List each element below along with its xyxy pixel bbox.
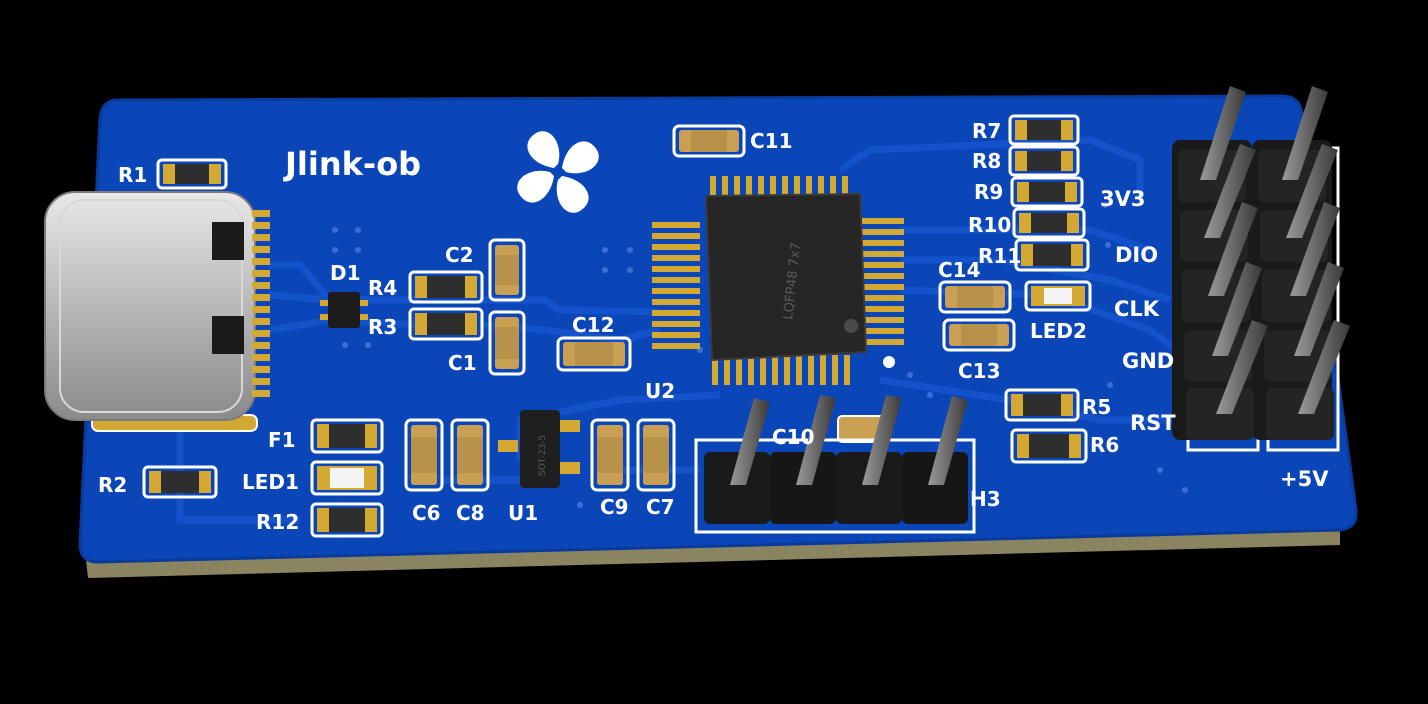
capacitor-c2 — [488, 238, 526, 302]
label-r2: R2 — [98, 473, 127, 497]
label-f1: F1 — [268, 428, 296, 452]
label-led1: LED1 — [242, 470, 299, 494]
label-c7: C7 — [646, 495, 675, 519]
usb-c-connector — [44, 191, 270, 432]
label-c6: C6 — [412, 501, 441, 525]
resistor-r5 — [1004, 388, 1080, 422]
resistor-r6 — [1010, 428, 1088, 464]
label-r9: R9 — [974, 180, 1003, 204]
capacitor-c6 — [404, 418, 444, 492]
label-r6: R6 — [1090, 433, 1119, 457]
resistor-r8 — [1008, 145, 1080, 177]
led-led1 — [310, 460, 384, 496]
label-r4: R4 — [368, 276, 397, 300]
pin-label-gnd: GND — [1122, 349, 1174, 373]
resistor-r3 — [408, 307, 484, 341]
label-c1: C1 — [448, 351, 477, 375]
capacitor-c11 — [672, 124, 746, 158]
board-substrate — [86, 530, 1340, 578]
label-c8: C8 — [456, 501, 485, 525]
vias — [332, 202, 1188, 508]
label-r10: R10 — [968, 213, 1011, 237]
label-r5: R5 — [1082, 395, 1111, 419]
resistor-r7 — [1008, 114, 1080, 146]
pin-label-clk: CLK — [1114, 297, 1160, 321]
resistor-r1 — [156, 158, 228, 190]
label-r12: R12 — [256, 510, 299, 534]
capacitor-c13 — [942, 318, 1016, 352]
capacitor-c9 — [590, 418, 630, 492]
diode-d1 — [320, 292, 368, 328]
label-c13: C13 — [958, 359, 1001, 383]
capacitor-c7 — [636, 418, 676, 492]
pin-label-rst: RST — [1130, 411, 1176, 435]
label-c12: C12 — [572, 313, 615, 337]
label-c10: C10 — [772, 425, 815, 449]
label-r1: R1 — [118, 163, 147, 187]
led-led2 — [1024, 280, 1092, 312]
label-c11: C11 — [750, 129, 793, 153]
label-d1: D1 — [330, 261, 361, 285]
label-u2: U2 — [645, 379, 675, 403]
resistor-r9 — [1010, 176, 1084, 208]
swd-header — [1172, 86, 1350, 452]
label-u1: U1 — [508, 501, 538, 525]
header-h3 — [694, 395, 976, 534]
capacitor-c12 — [556, 336, 632, 372]
label-r8: R8 — [972, 149, 1001, 173]
regulator-u1: SOT-23-5 — [498, 410, 580, 488]
label-r3: R3 — [368, 315, 397, 339]
pin-label-dio: DIO — [1115, 243, 1158, 267]
label-c2: C2 — [445, 243, 474, 267]
capacitor-c14 — [938, 280, 1012, 314]
fuse-f1 — [310, 418, 384, 454]
capacitor-c8 — [450, 418, 490, 492]
label-h3: H3 — [970, 487, 1001, 511]
label-led2: LED2 — [1030, 319, 1087, 343]
resistor-r12 — [310, 502, 384, 538]
u1-marking: SOT-23-5 — [538, 435, 548, 476]
label-r7: R7 — [972, 119, 1001, 143]
resistor-r4 — [408, 270, 484, 304]
resistor-r10 — [1012, 207, 1086, 239]
label-c14: C14 — [938, 258, 981, 282]
pin-label-5v: +5V — [1280, 467, 1329, 491]
mcu-u2: LQFP48 7x7 — [652, 176, 904, 385]
fan-logo-icon — [517, 131, 599, 213]
label-c9: C9 — [600, 495, 629, 519]
label-r11: R11 — [978, 244, 1021, 268]
resistor-r2 — [142, 465, 218, 499]
pin-label-3v3: 3V3 — [1100, 187, 1145, 211]
board-title: Jlink-ob — [283, 145, 421, 183]
resistor-r11 — [1014, 238, 1090, 272]
capacitor-c1 — [488, 310, 526, 376]
